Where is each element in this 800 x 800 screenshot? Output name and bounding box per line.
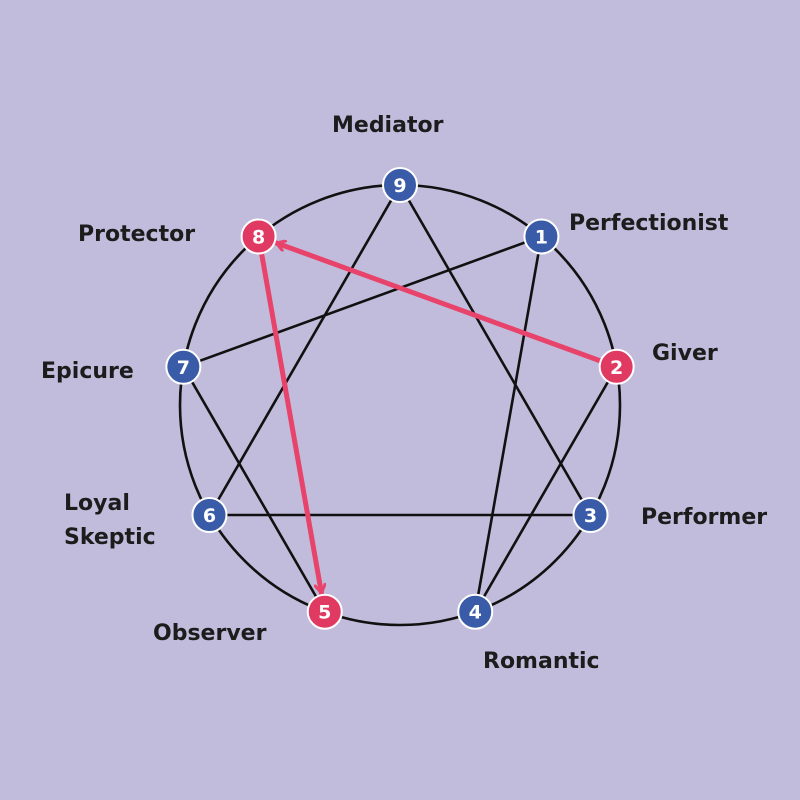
connection-line-1-4 <box>473 236 543 612</box>
type-node-circle-6 <box>191 497 228 533</box>
type-node-circle-3 <box>572 497 609 533</box>
type-number-2: 2 <box>610 357 623 379</box>
arrow-8-to-5 <box>259 250 322 596</box>
type-node-circle-5 <box>306 593 343 630</box>
type-label-romantic: Romantic <box>483 649 600 674</box>
type-node-9: 9 <box>382 167 418 203</box>
type-node-4: 4 <box>457 593 494 630</box>
type-node-1: 1 <box>523 218 560 255</box>
type-number-5: 5 <box>318 602 331 624</box>
type-node-circle-9 <box>382 167 418 203</box>
type-node-circle-1 <box>523 218 560 255</box>
type-node-3: 3 <box>572 497 609 533</box>
type-label-loyal-skeptic: Loyal Skeptic <box>64 491 156 550</box>
type-number-4: 4 <box>469 602 482 624</box>
type-number-7: 7 <box>177 357 190 379</box>
type-number-1: 1 <box>535 226 548 248</box>
stress-arrows <box>259 243 604 596</box>
type-node-circle-8 <box>240 218 277 255</box>
type-node-6: 6 <box>191 497 228 533</box>
type-label-mediator: Mediator <box>332 113 444 138</box>
type-label-observer: Observer <box>153 621 267 646</box>
type-node-7: 7 <box>165 348 202 385</box>
type-label-epicure: Epicure <box>41 359 134 384</box>
type-node-circle-2 <box>598 348 635 385</box>
type-node-circle-4 <box>457 593 494 630</box>
type-label-protector: Protector <box>78 222 196 247</box>
type-number-8: 8 <box>252 226 265 248</box>
enneagram-circle <box>178 183 622 627</box>
connection-line-6-9 <box>208 184 402 516</box>
type-number-6: 6 <box>203 505 216 527</box>
connection-line-7-5 <box>182 366 326 613</box>
connection-line-1-7 <box>182 235 542 369</box>
type-node-8: 8 <box>240 218 277 255</box>
type-label-performer: Performer <box>641 505 768 530</box>
type-label-perfectionist: Perfectionist <box>569 211 729 236</box>
arrow-2-to-8 <box>273 243 604 364</box>
connection-lines <box>182 184 618 613</box>
type-node-5: 5 <box>306 593 343 630</box>
connection-line-9-3 <box>398 184 592 516</box>
type-label-giver: Giver <box>652 341 718 366</box>
type-number-3: 3 <box>584 505 597 527</box>
type-node-2: 2 <box>598 348 635 385</box>
type-nodes: 9 1 2 3 4 5 6 7 8 <box>165 167 635 630</box>
connection-line-4-2 <box>474 366 618 613</box>
type-number-9: 9 <box>393 175 406 197</box>
type-node-circle-7 <box>165 348 202 385</box>
